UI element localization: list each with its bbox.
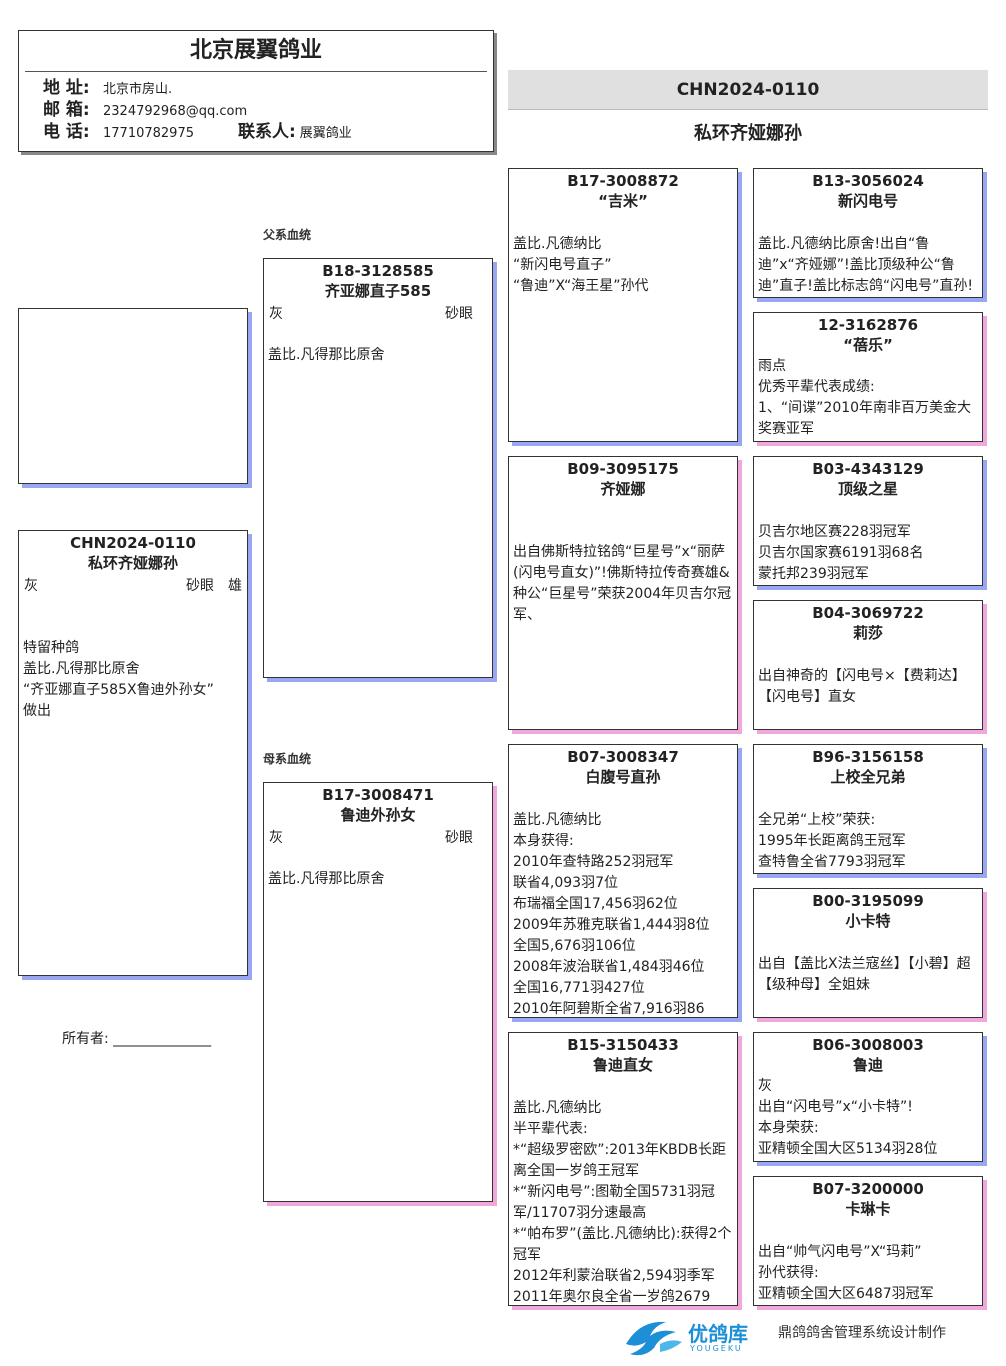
color-value: 灰 [24, 578, 38, 594]
pigeon-name: 莉莎 [852, 624, 883, 642]
ring-number: B96-3156158 [812, 748, 924, 766]
pigeon-description: 盖比.凡得那比原舍 [268, 871, 385, 887]
pigeon-name: “吉米” [598, 192, 648, 210]
pigeon-name: 私环齐娅娜孙 [87, 554, 178, 572]
contact-value: 展翼鸽业 [299, 126, 352, 141]
ring-number: CHN2024-0110 [70, 534, 196, 552]
ring-number: B17-3008872 [567, 172, 679, 190]
pigeon-description: 出自“帅气闪电号”X“玛莉” 孙代获得: 亚精顿全国大区6487羽冠军 [758, 1244, 934, 1302]
email-value[interactable]: 2324792968@qq.com [103, 104, 248, 119]
footer-text: 鼎鸽鸽舍管理系统设计制作 [778, 1325, 946, 1341]
pigeon-name: 鲁迪直女 [592, 1056, 653, 1074]
pigeon-card-ssd[interactable]: 12-3162876 “蓓乐” 雨点 优秀平辈代表成绩: 1、“间谍”2010年… [753, 312, 983, 442]
pigeon-name: 新闪电号 [837, 192, 898, 210]
owner-label: 所有者: [62, 1031, 109, 1047]
pigeon-description: 雨点 优秀平辈代表成绩: 1、“间谍”2010年南非百万美金大奖赛亚军 [758, 358, 972, 437]
pigeon-card-ddd[interactable]: B07-3200000 卡琳卡 出自“帅气闪电号”X“玛莉” 孙代获得: 亚精顿… [753, 1176, 983, 1306]
pigeon-name: 鲁迪 [852, 1056, 883, 1074]
ring-number: B09-3095175 [567, 460, 679, 478]
brand-name: 优鸽库 [688, 1322, 748, 1346]
header-divider [25, 71, 487, 72]
pigeon-description: 出自佛斯特拉铭鸽“巨星号”x“丽萨(闪电号直女)”!佛斯特拉传奇赛雄&种公“巨星… [513, 544, 732, 623]
pigeon-description: 盖比.凡德纳比 半平辈代表: *“超级罗密欧”:2013年KBDB长距离全国一岁… [513, 1100, 732, 1305]
pigeon-card-ds[interactable]: B07-3008347 白腹号直孙 盖比.凡德纳比 本身获得: 2010年查特路… [508, 744, 738, 1018]
ring-number: B00-3195099 [812, 892, 924, 910]
pigeon-description: 全兄弟“上校”荣获: 1995年长距离鸽王冠军 查特鲁全省7793羽冠军 [758, 812, 906, 870]
ring-number: B18-3128585 [322, 262, 434, 280]
pigeon-description: 盖比.凡德纳比原舍!出自“鲁迪”x“齐娅娜”!盖比顶级种公“鲁迪”直子!盖比标志… [758, 236, 973, 294]
ring-number: 12-3162876 [817, 316, 919, 334]
pigeon-card-dd[interactable]: B15-3150433 鲁迪直女 盖比.凡德纳比 半平辈代表: *“超级罗密欧”… [508, 1032, 738, 1306]
pigeon-name: 齐娅娜 [600, 480, 646, 498]
pigeon-description: 盖比.凡德纳比 “新闪电号直子” “鲁迪”X“海王星”孙代 [513, 236, 649, 294]
color-value: 灰 [269, 306, 283, 322]
pigeon-card-sss[interactable]: B13-3056024 新闪电号 盖比.凡德纳比原舍!出自“鲁迪”x“齐娅娜”!… [753, 168, 983, 298]
pigeon-card-dsd[interactable]: B00-3195099 小卡特 出自【盖比X法兰寇丝】【小碧】超【级种母】全姐妹 [753, 888, 983, 1018]
pigeon-name: 顶级之星 [837, 480, 898, 498]
ring-number: B06-3008003 [812, 1036, 924, 1054]
address-label: 地 址: [43, 78, 90, 98]
title-name: 私环齐娅娜孙 [694, 123, 802, 144]
traits-row: 灰 砂眼 [264, 302, 492, 324]
pigeon-name: 卡琳卡 [845, 1200, 891, 1218]
eye-value: 砂眼 [445, 306, 473, 322]
pigeon-description: 盖比.凡德纳比 本身获得: 2010年查特路252羽冠军 联省4,093羽7位 … [513, 812, 710, 1017]
owner-blank[interactable]: ______________ [113, 1031, 212, 1047]
pigeon-name: 齐亚娜直子585 [324, 282, 432, 300]
pigeon-card-dam[interactable]: B17-3008471 鲁迪外孙女 灰 砂眼 盖比.凡得那比原舍 [263, 782, 493, 1202]
ring-number: B03-4343129 [812, 460, 924, 478]
pigeon-name: “蓓乐” [843, 336, 893, 354]
eye-value: 砂眼 [445, 830, 473, 846]
pigeon-description: 灰 出自“闪电号”x“小卡特”! 本身荣获: 亚精顿全国大区5134羽28位 [758, 1078, 938, 1157]
pigeon-name: 上校全兄弟 [830, 768, 906, 786]
dam-line-label: 母系血统 [263, 752, 312, 766]
company-card: 北京展翼鸽业 地 址: 北京市房山. 邮 箱: 2324792968@qq.com … [18, 30, 494, 152]
ring-number: B13-3056024 [812, 172, 924, 190]
color-value: 灰 [269, 830, 283, 846]
pigeon-description: 出自神奇的【闪电号×【费莉达】【闪电号】直女 [758, 668, 966, 705]
pigeon-description: 特留种鸽 盖比.凡得那比原舍 “齐亚娜直子585X鲁迪外孙女” 做出 [23, 640, 214, 719]
traits-row: 灰 砂眼雄 [19, 574, 247, 596]
pigeon-name: 小卡特 [845, 912, 891, 930]
brand-name-en: YOUGEKU [690, 1344, 743, 1353]
pigeon-card-dss[interactable]: B96-3156158 上校全兄弟 全兄弟“上校”荣获: 1995年长距离鸽王冠… [753, 744, 983, 874]
pigeon-card-dds[interactable]: B06-3008003 鲁迪 灰 出自“闪电号”x“小卡特”! 本身荣获: 亚精… [753, 1032, 983, 1162]
ring-number: B17-3008471 [322, 786, 434, 804]
sire-line-label: 父系血统 [263, 228, 312, 242]
pigeon-description: 贝吉尔地区赛228羽冠军 贝吉尔国家赛6191羽68名 蒙托邦239羽冠军 [758, 524, 924, 582]
title-band: CHN2024-0110 [508, 70, 988, 110]
ring-number: B07-3008347 [567, 748, 679, 766]
title-ring: CHN2024-0110 [676, 80, 820, 100]
pigeon-card-sire[interactable]: B18-3128585 齐亚娜直子585 灰 砂眼 盖比.凡得那比原舍 [263, 258, 493, 678]
pigeon-description: 出自【盖比X法兰寇丝】【小碧】超【级种母】全姐妹 [758, 956, 971, 993]
ring-number: B04-3069722 [812, 604, 924, 622]
phone-value: 17710782975 [103, 126, 194, 141]
email-label: 邮 箱: [43, 100, 90, 120]
company-name: 北京展翼鸽业 [189, 38, 322, 63]
pigeon-card-ss[interactable]: B17-3008872 “吉米” 盖比.凡德纳比 “新闪电号直子” “鲁迪”X“… [508, 168, 738, 442]
pigeon-name: 鲁迪外孙女 [340, 806, 416, 824]
contact-info: 地 址: 北京市房山. 邮 箱: 2324792968@qq.com 电 话: 177… [19, 72, 493, 144]
address-value: 北京市房山. [103, 82, 173, 97]
pigeon-name: 白腹号直孙 [585, 768, 661, 786]
contact-label: 联系人: [237, 122, 296, 142]
pigeon-card-sd[interactable]: B09-3095175 齐娅娜 出自佛斯特拉铭鸽“巨星号”x“丽萨(闪电号直女)… [508, 456, 738, 730]
phone-label: 电 话: [43, 122, 90, 142]
pigeon-card-sds[interactable]: B03-4343129 顶级之星 贝吉尔地区赛228羽冠军 贝吉尔国家赛6191… [753, 456, 983, 586]
sex-value: 雄 [228, 578, 242, 594]
pigeon-description: 盖比.凡得那比原舍 [268, 347, 385, 363]
owner-line: 所有者: ______________ [62, 1028, 211, 1048]
ring-number: B15-3150433 [567, 1036, 679, 1054]
photo-placeholder[interactable] [18, 308, 248, 484]
ring-number: B07-3200000 [812, 1180, 924, 1198]
traits-row: 灰 砂眼 [264, 826, 492, 848]
brand-logo-icon [626, 1321, 682, 1356]
footer: 优鸽库 YOUGEKU 鼎鸽鸽舍管理系统设计制作 [620, 1312, 990, 1362]
eye-value: 砂眼 [186, 578, 214, 594]
pigeon-card-main[interactable]: CHN2024-0110 私环齐娅娜孙 灰 砂眼雄 特留种鸽 盖比.凡得那比原舍… [18, 530, 248, 976]
pigeon-card-sdd[interactable]: B04-3069722 莉莎 出自神奇的【闪电号×【费莉达】【闪电号】直女 [753, 600, 983, 730]
